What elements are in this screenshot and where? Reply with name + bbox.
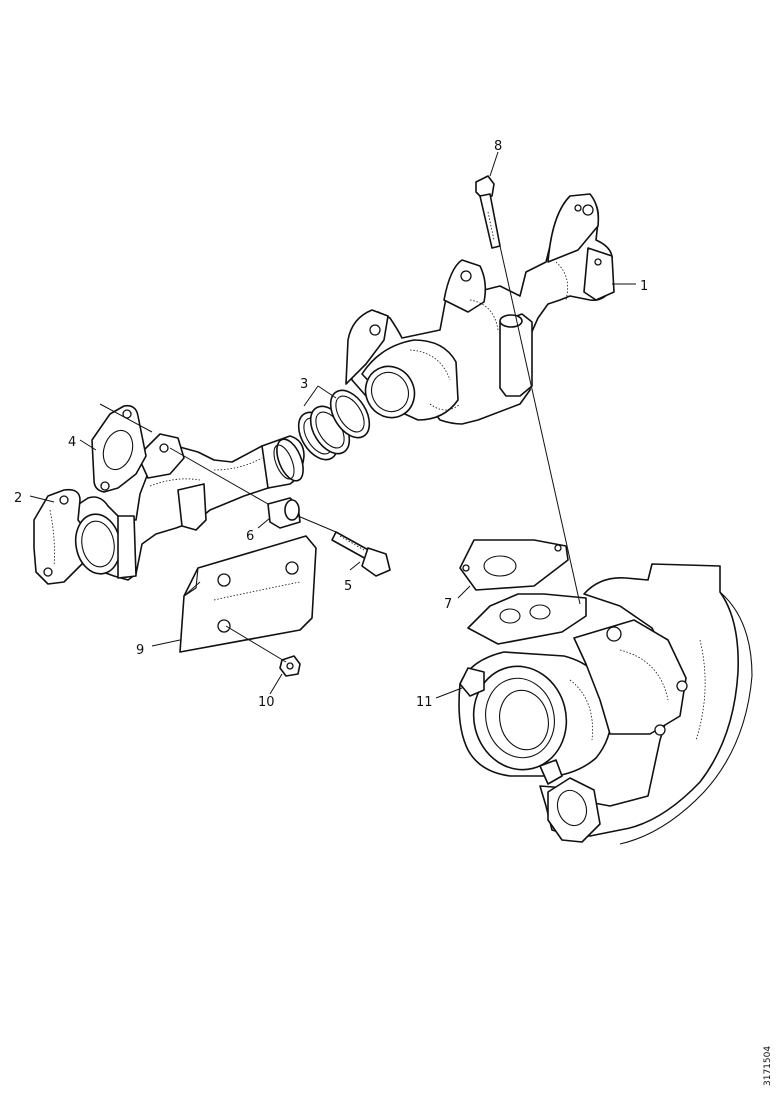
callout-2: 2 bbox=[14, 491, 22, 506]
rear-manifold-section bbox=[345, 193, 615, 425]
callout-1: 1 bbox=[640, 279, 648, 294]
callout-11: 11 bbox=[416, 695, 433, 710]
assembly-lines bbox=[99, 245, 581, 663]
callout-4: 4 bbox=[68, 435, 76, 450]
callout-labels: 1 2 3 4 5 6 7 8 9 10 11 bbox=[14, 139, 648, 710]
callout-8: 8 bbox=[494, 139, 502, 154]
callout-3: 3 bbox=[300, 377, 308, 392]
long-bolt bbox=[331, 531, 391, 577]
callout-6: 6 bbox=[246, 529, 254, 544]
manifold-gasket bbox=[91, 404, 147, 493]
stud-bolt bbox=[475, 175, 501, 249]
spacer-sleeve bbox=[267, 497, 301, 529]
turbo-gasket bbox=[459, 539, 569, 591]
turbocharger bbox=[458, 563, 753, 845]
callout-leaders bbox=[29, 151, 636, 699]
small-bolt bbox=[279, 655, 301, 677]
front-manifold-section bbox=[33, 433, 305, 585]
callout-7: 7 bbox=[444, 597, 452, 612]
callout-9: 9 bbox=[136, 643, 144, 658]
piston-rings bbox=[297, 389, 371, 461]
document-id: 3171504 bbox=[763, 1046, 773, 1086]
callout-5: 5 bbox=[344, 579, 352, 594]
callout-10: 10 bbox=[258, 695, 275, 710]
heat-shield bbox=[179, 535, 317, 653]
